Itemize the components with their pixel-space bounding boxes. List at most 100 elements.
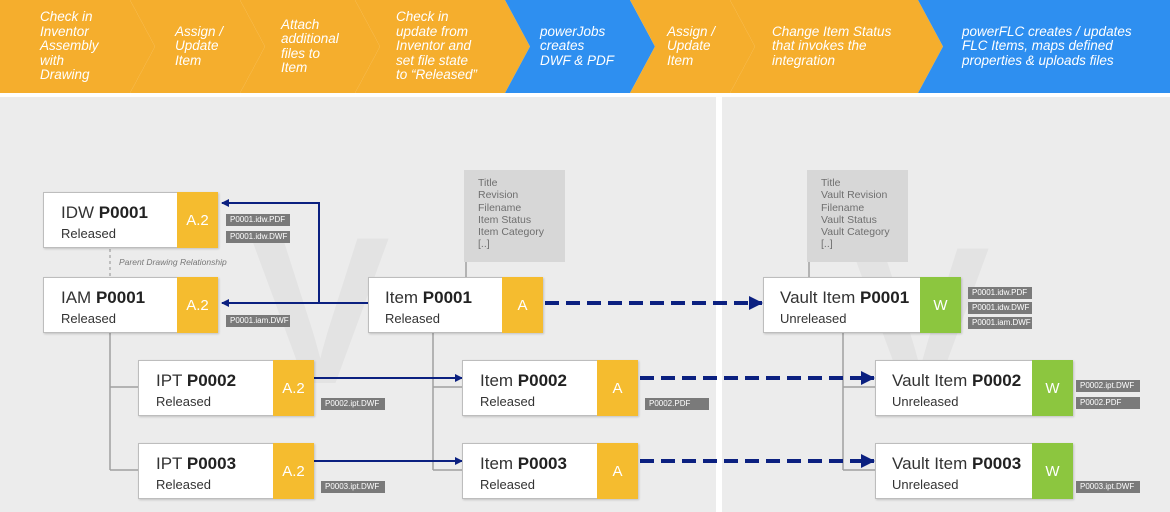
idw-p0001-box[interactable]: IDW P0001 Released A.2 xyxy=(43,192,218,248)
parent-drawing-relationship-label: Parent Drawing Relationship xyxy=(119,257,227,267)
vault-item-p0003-box[interactable]: Vault Item P0003 Unreleased W xyxy=(875,443,1073,499)
item-p0003-box[interactable]: Item P0003 Released A xyxy=(462,443,638,499)
attach-lines xyxy=(221,199,463,465)
tag-flc-p0001-iam-dwf[interactable]: P0001.iam.DWF xyxy=(968,317,1032,329)
item-p0003-revision: A xyxy=(597,443,638,499)
item-p0002-revision: A xyxy=(597,360,638,416)
ipt-p0003-box[interactable]: IPT P0003 Released A.2 xyxy=(138,443,314,499)
step-4-label: Check in update from Inventor and set fi… xyxy=(396,9,478,83)
item-prop-status: Item Status xyxy=(478,213,532,226)
item-p0001-name: Item P0001 xyxy=(385,288,472,308)
step-2-shape xyxy=(130,0,265,93)
item-p0001-box[interactable]: Item P0001 Released A xyxy=(368,277,543,333)
tag-p0003-ipt-dwf[interactable]: P0003.ipt.DWF xyxy=(321,481,385,493)
item-p0002-name: Item P0002 xyxy=(480,371,567,391)
idw-number: P0001 xyxy=(98,203,148,222)
step-5-label: powerJobs creates DWF & PDF xyxy=(540,23,614,68)
step-3-shape xyxy=(240,0,380,93)
idw-prefix: IDW xyxy=(61,203,99,222)
ipt-p0003-status: Released xyxy=(156,477,211,492)
flc-prop-title: Title xyxy=(821,177,841,189)
vault1-prefix: Vault Item xyxy=(780,288,860,307)
item1-prefix: Item xyxy=(385,288,423,307)
item-properties-list: Title Revision Filename Item Status Item… xyxy=(464,170,565,262)
ipt-p0003-revision: A.2 xyxy=(273,443,314,499)
item-prop-more: [..] xyxy=(478,238,490,251)
tag-p0002-ipt-dwf[interactable]: P0002.ipt.DWF xyxy=(321,398,385,410)
vault-item-p0001-status: Unreleased xyxy=(780,311,847,326)
step-3-label: Attach additional files to Item xyxy=(281,16,339,75)
step-6: Assign / Update Item xyxy=(667,0,737,93)
ipt2-number: P0002 xyxy=(186,371,237,390)
flc-prop-status: Vault Status xyxy=(821,213,877,226)
item-prop-revision: Revision xyxy=(478,189,519,202)
tag-p0002-pdf[interactable]: P0002.PDF xyxy=(645,398,709,410)
flc-prop-more: [..] xyxy=(821,238,833,251)
iam-number: P0001 xyxy=(95,288,146,307)
vault-item-p0002-status: Unreleased xyxy=(892,394,959,409)
tag-p0001-iam-dwf[interactable]: P0001.iam.DWF xyxy=(226,315,290,327)
ipt-p0002-box[interactable]: IPT P0002 Released A.2 xyxy=(138,360,314,416)
item-p0003-status: Released xyxy=(480,477,535,492)
ipt3-number: P0003 xyxy=(186,454,237,473)
ipt2-prefix: IPT xyxy=(156,371,187,390)
step-4: Check in update from Inventor and set fi… xyxy=(396,0,511,93)
item3-number: P0003 xyxy=(517,454,567,473)
vault1-number: P0001 xyxy=(860,288,910,307)
item2-number: P0002 xyxy=(517,371,567,390)
vault-item-p0001-box[interactable]: Vault Item P0001 Unreleased W xyxy=(763,277,961,333)
tag-flc-p0002-pdf[interactable]: P0002.PDF xyxy=(1076,397,1140,409)
tag-p0001-idw-dwf[interactable]: P0001.idw.DWF xyxy=(226,231,290,243)
vault-item-p0002-name: Vault Item P0002 xyxy=(892,371,1021,391)
step-2-label: Assign / Update Item xyxy=(175,23,224,68)
step-1-shape xyxy=(0,0,155,93)
flc-prop-revision: Vault Revision xyxy=(821,189,888,202)
step-7-shape xyxy=(730,0,943,93)
tree-lines xyxy=(109,262,875,471)
sync-arrows xyxy=(545,296,875,468)
step-8: powerFLC creates / updates FLC Items, ma… xyxy=(962,0,1162,93)
item-p0001-status: Released xyxy=(385,311,440,326)
item-p0002-box[interactable]: Item P0002 Released A xyxy=(462,360,638,416)
step-3: Attach additional files to Item xyxy=(281,0,361,93)
tag-flc-p0001-idw-pdf[interactable]: P0001.idw.PDF xyxy=(968,287,1032,299)
vault-item-p0003-revision: W xyxy=(1032,443,1073,499)
ipt-p0002-status: Released xyxy=(156,394,211,409)
item2-prefix: Item xyxy=(480,371,518,390)
step-1-label: Check in Inventor Assembly with Drawing xyxy=(40,9,99,83)
item-p0003-name: Item P0003 xyxy=(480,454,567,474)
tag-flc-p0002-ipt-dwf[interactable]: P0002.ipt.DWF xyxy=(1076,380,1140,392)
flc-properties-list: Title Vault Revision Filename Vault Stat… xyxy=(807,170,908,262)
step-8-shape xyxy=(918,0,1170,93)
idw-p0001-name: IDW P0001 xyxy=(61,203,148,223)
vault-item-p0002-box[interactable]: Vault Item P0002 Unreleased W xyxy=(875,360,1073,416)
ipt-p0002-name: IPT P0002 xyxy=(156,371,236,391)
ipt3-prefix: IPT xyxy=(156,454,187,473)
vault2-prefix: Vault Item xyxy=(892,371,972,390)
iam-prefix: IAM xyxy=(61,288,96,307)
step-7-label: Change Item Status that invokes the inte… xyxy=(772,23,892,68)
item-p0002-status: Released xyxy=(480,394,535,409)
step-5-shape xyxy=(505,0,655,93)
iam-p0001-name: IAM P0001 xyxy=(61,288,145,308)
ipt-p0002-revision: A.2 xyxy=(273,360,314,416)
step-1: Check in Inventor Assembly with Drawing xyxy=(40,0,135,93)
step-6-shape xyxy=(630,0,755,93)
flc-prop-filename: Filename xyxy=(821,201,865,214)
vault2-number: P0002 xyxy=(972,371,1022,390)
tag-flc-p0003-ipt-dwf[interactable]: P0003.ipt.DWF xyxy=(1076,481,1140,493)
ipt-p0003-name: IPT P0003 xyxy=(156,454,236,474)
tag-p0001-idw-pdf[interactable]: P0001.idw.PDF xyxy=(226,214,290,226)
item-prop-title: Title xyxy=(478,177,498,189)
iam-p0001-box[interactable]: IAM P0001 Released A.2 xyxy=(43,277,218,333)
item3-prefix: Item xyxy=(480,454,518,473)
vault-item-p0003-status: Unreleased xyxy=(892,477,959,492)
item-p0001-revision: A xyxy=(502,277,543,333)
step-4-shape xyxy=(355,0,530,93)
vault-item-p0002-revision: W xyxy=(1032,360,1073,416)
iam-p0001-revision: A.2 xyxy=(177,277,218,333)
vault3-number: P0003 xyxy=(972,454,1022,473)
step-8-label: powerFLC creates / updates FLC Items, ma… xyxy=(962,23,1132,68)
vault-item-p0001-revision: W xyxy=(920,277,961,333)
tag-flc-p0001-idw-dwf[interactable]: P0001.idw.DWF xyxy=(968,302,1032,314)
